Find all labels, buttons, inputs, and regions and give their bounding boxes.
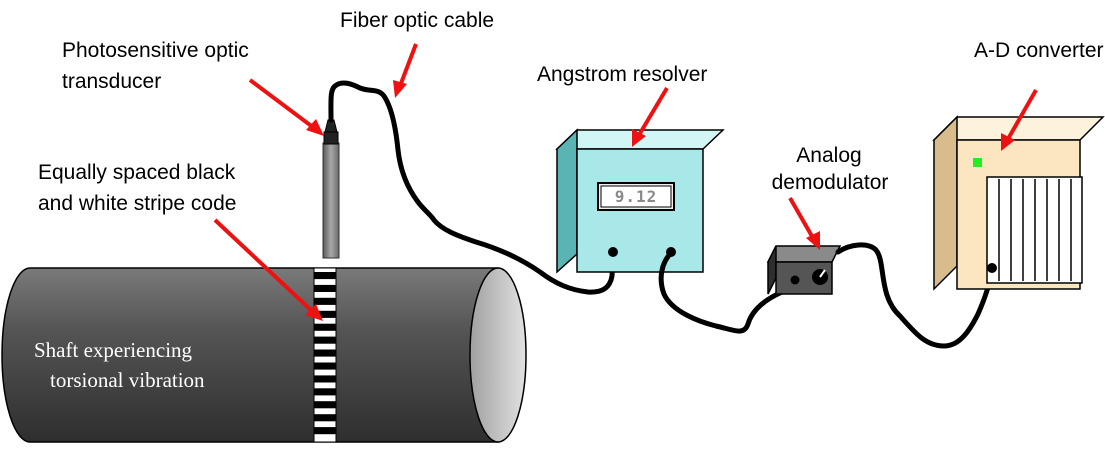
stripe-black-segment xyxy=(314,336,336,344)
stripe-black-segment xyxy=(314,362,336,370)
ad-converter xyxy=(932,115,1105,291)
arrow-fiber-optic xyxy=(398,43,418,87)
callout-arrows xyxy=(213,43,1038,321)
shaft: Shaft experiencing torsional vibration xyxy=(1,267,527,443)
stripe-black-segment xyxy=(314,388,336,396)
stripe-black-segment xyxy=(314,375,336,383)
arrow-ad-converter xyxy=(1006,89,1038,140)
analog-demodulator xyxy=(766,245,842,295)
angstrom-resolver: 9.12 xyxy=(555,128,725,274)
stripe-black-segment xyxy=(314,297,336,305)
label-photosensitive-line2: transducer xyxy=(62,70,161,93)
ad-converter-input-jack xyxy=(987,263,997,273)
ad-converter-card-rack xyxy=(986,176,1083,284)
label-photosensitive-line1: Photosensitive optic xyxy=(62,39,249,62)
label-stripe-line2: and white stripe code xyxy=(38,192,236,215)
cable-resolver-to-demodulator xyxy=(658,250,795,334)
stripe-black-segment xyxy=(314,427,336,435)
label-stripe-line1: Equally spaced black xyxy=(38,161,236,184)
shaft-label-line1: Shaft experiencing xyxy=(34,338,193,362)
stripe-black-segment xyxy=(314,414,336,422)
resolver-input-jack xyxy=(608,247,618,257)
arrow-transducer xyxy=(248,78,316,130)
ad-converter-status-led xyxy=(973,158,982,167)
stripe-black-segment xyxy=(314,401,336,409)
arrow-angstrom-resolver xyxy=(637,86,669,137)
stripe-black-segment xyxy=(314,349,336,357)
optic-transducer xyxy=(322,119,340,259)
label-angstrom-resolver: Angstrom resolver xyxy=(537,63,707,86)
stripe-black-segment xyxy=(314,272,336,280)
cable-demodulator-to-converter xyxy=(835,242,995,349)
arrow-stripe-code xyxy=(213,218,315,314)
arrow-analog-demodulator xyxy=(788,197,815,239)
label-ad-converter: A-D converter xyxy=(974,39,1104,62)
fiber-optic-cable xyxy=(328,80,616,295)
stripe-black-segment xyxy=(314,323,336,331)
shaft-label-line2: torsional vibration xyxy=(50,368,205,392)
stripe-black-segment xyxy=(314,310,336,318)
stripe-black-segment xyxy=(314,284,336,292)
stripe-code-band xyxy=(313,267,337,443)
resolver-display-value: 9.12 xyxy=(615,187,658,206)
label-analog-line1: Analog xyxy=(796,144,861,167)
label-analog-line2: demodulator xyxy=(772,171,889,194)
shaft-end-face xyxy=(469,267,527,443)
demodulator-jack xyxy=(790,275,800,285)
label-fiber-optic-cable: Fiber optic cable xyxy=(340,9,494,32)
